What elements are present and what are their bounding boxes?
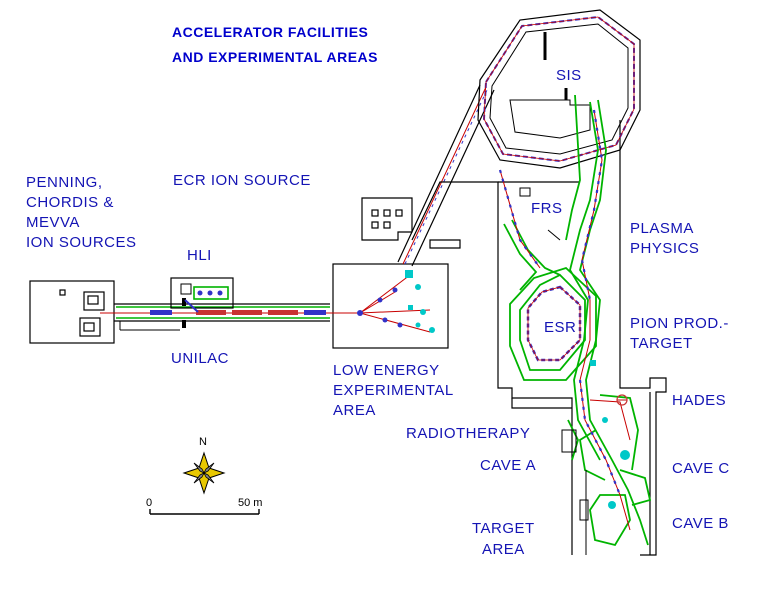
low-energy-label-line1: LOW ENERGY	[333, 362, 440, 379]
penning-label: PENNING, CHORDIS & MEVVA ION SOURCES	[26, 173, 137, 253]
hades-label: HADES	[672, 392, 727, 409]
compass-rose	[182, 451, 226, 495]
cave-walls	[519, 187, 589, 555]
ecr-label: ECR ION SOURCE	[173, 172, 311, 189]
penning-label-line2: CHORDIS &	[26, 194, 114, 211]
ion-source-building	[29, 280, 115, 344]
target-area-label-line1: TARGET	[472, 520, 535, 537]
low-energy-label-line3: AREA	[333, 402, 376, 419]
frs-label: FRS	[531, 200, 563, 217]
plasma-label: PLASMA PHYSICS	[630, 219, 699, 259]
pion-label-line1: PION PROD.-	[630, 315, 729, 332]
cave-b-label: CAVE B	[672, 515, 729, 532]
hli-label: HLI	[187, 247, 212, 264]
sis-ring	[477, 9, 641, 169]
sis-label: SIS	[556, 67, 582, 84]
plasma-label-line1: PLASMA	[630, 220, 694, 237]
scale-start-label: 0	[146, 497, 153, 509]
penning-label-line3: MEVVA	[26, 214, 80, 231]
cave-c-label: CAVE C	[672, 460, 730, 477]
pion-label: PION PROD.- TARGET	[630, 314, 729, 354]
transfer-line	[397, 84, 495, 267]
scale-bar	[149, 509, 260, 515]
low-energy-label: LOW ENERGY EXPERIMENTAL AREA	[333, 361, 454, 421]
compass-north-label: N	[199, 436, 207, 448]
scale-end-label: 50 m	[238, 497, 263, 509]
hli-injector	[170, 277, 234, 313]
penning-label-line4: ION SOURCES	[26, 234, 137, 251]
map-title-line1: ACCELERATOR FACILITIES	[172, 24, 369, 40]
penning-label-line1: PENNING,	[26, 174, 103, 191]
hades-detector	[616, 394, 628, 406]
low-energy-hall	[330, 263, 449, 349]
plasma-label-line2: PHYSICS	[630, 240, 700, 257]
beam-magnets	[498, 109, 622, 496]
cave-a-label: CAVE A	[480, 457, 537, 474]
detectors	[590, 360, 630, 509]
main-hall-walls	[411, 120, 667, 556]
low-energy-label-line2: EXPERIMENTAL	[333, 382, 454, 399]
pion-label-line2: TARGET	[630, 335, 693, 352]
map-title-line2: AND EXPERIMENTAL AREAS	[172, 49, 378, 65]
unilac-linac	[100, 298, 340, 331]
target-area-label: TARGET AREA	[472, 518, 535, 560]
esr-label: ESR	[544, 319, 577, 336]
high-energy-beamlines	[503, 94, 652, 547]
target-area-label-line2: AREA	[481, 541, 525, 558]
esr-ring-magnets	[526, 285, 582, 362]
ecr-building	[361, 197, 413, 241]
radiotherapy-label: RADIOTHERAPY	[406, 425, 531, 442]
unilac-label: UNILAC	[171, 350, 230, 367]
